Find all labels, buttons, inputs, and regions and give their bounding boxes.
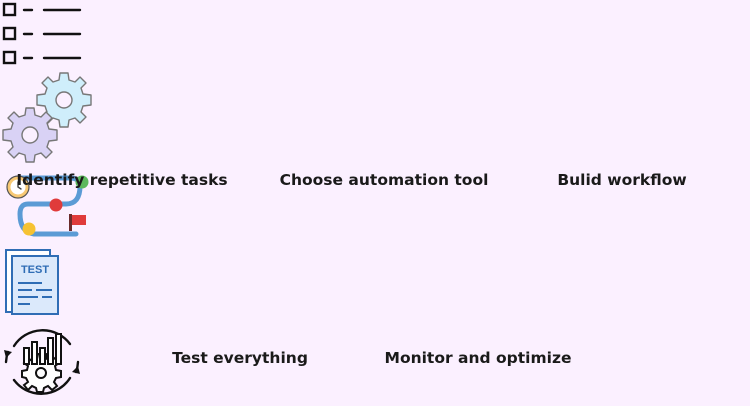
step-label-build-workflow: Bulid workflow	[557, 171, 687, 189]
step-label-choose-tool: Choose automation tool	[279, 171, 489, 189]
monitor-optimize-icon	[4, 329, 80, 395]
step-label-identify: Identify repetitive tasks	[16, 171, 228, 189]
step-choose-tool: Choose automation tool	[0, 70, 750, 189]
step-build-workflow: Bulid workflow	[0, 170, 750, 246]
workflow-path-icon	[6, 175, 89, 237]
step-label-monitor: Monitor and optimize	[384, 349, 572, 367]
step-test: TEST Test everything	[0, 246, 750, 367]
gears-icon	[2, 72, 92, 163]
checklist-icon	[2, 2, 82, 65]
step-label-test: Test everything	[172, 349, 308, 367]
test-doc-text: TEST	[21, 264, 49, 276]
step-identify: Identify repetitive tasks	[0, 0, 750, 189]
test-document-icon: TEST	[5, 249, 59, 315]
step-monitor: Monitor and optimize	[0, 322, 750, 406]
